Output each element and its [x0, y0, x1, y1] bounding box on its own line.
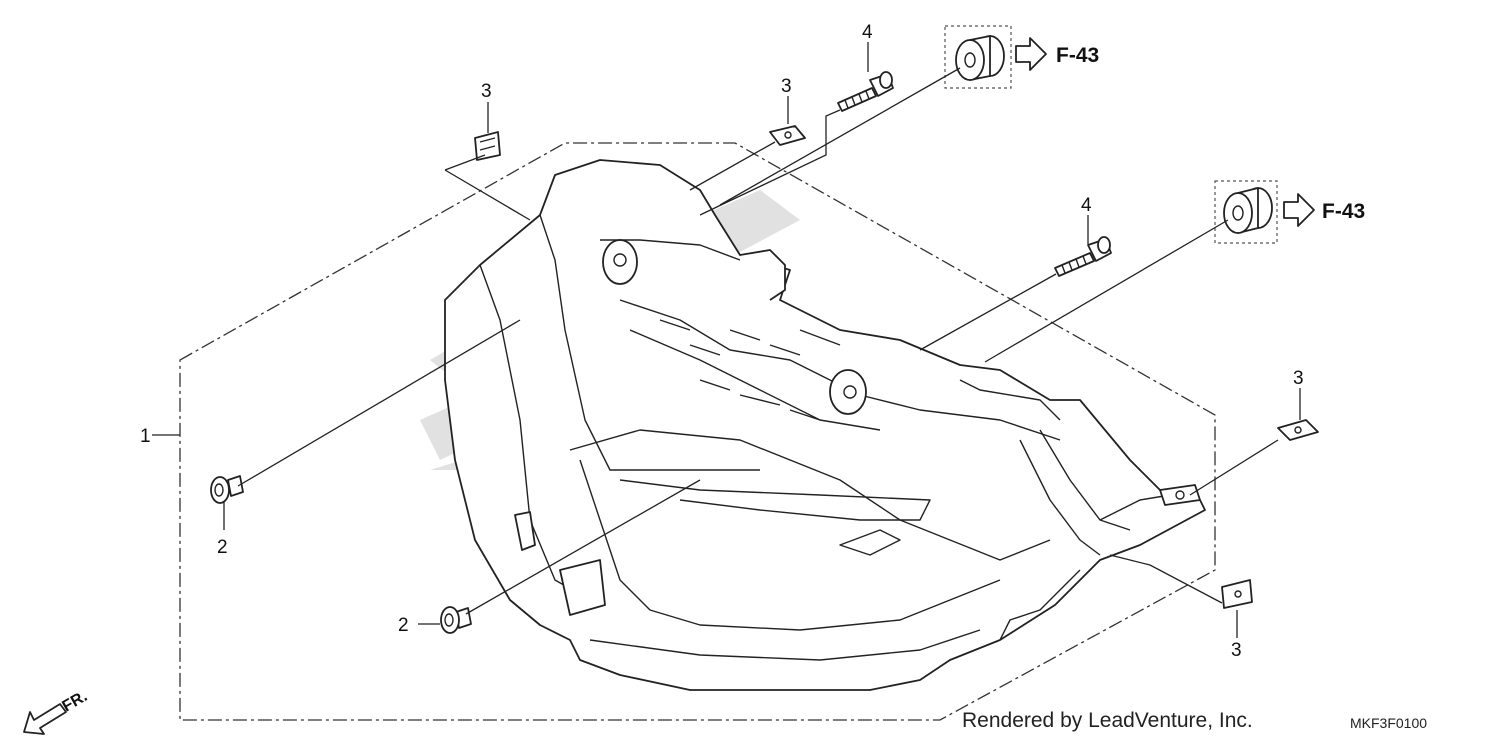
bushing-top	[944, 25, 1012, 89]
callout-1: 1	[140, 426, 151, 447]
grommet-left	[210, 475, 244, 504]
reference-arrow-icon	[1015, 37, 1047, 71]
front-direction-indicator: FR.	[23, 688, 90, 735]
callout-2-left: 2	[217, 537, 228, 558]
callout-4-top: 4	[862, 22, 873, 43]
clip-nut-top-center	[769, 125, 806, 146]
callout-3-bottom-right: 3	[1231, 640, 1242, 661]
callout-3-right: 3	[1293, 368, 1304, 389]
bolt-middle	[1054, 236, 1112, 277]
clip-nut-right	[1277, 419, 1319, 441]
clip-nut-top-left	[474, 131, 501, 161]
clip-nut-bottom-right	[1221, 579, 1253, 609]
leader-lines	[152, 42, 1301, 638]
headlight-housing	[444, 159, 1206, 691]
assembly-boundary	[179, 142, 1216, 721]
callout-2-bottom: 2	[398, 615, 409, 636]
grommet-bottom	[440, 606, 472, 634]
bushing-right	[1214, 180, 1278, 244]
render-credit: Rendered by LeadVenture, Inc.	[962, 709, 1253, 732]
callout-4-middle: 4	[1081, 195, 1092, 216]
bolt-top	[837, 71, 894, 112]
reference-arrow-icon	[1283, 193, 1315, 227]
reference-label-top: F-43	[1056, 44, 1099, 67]
callout-3-top-left: 3	[481, 81, 492, 102]
callout-3-top-center: 3	[781, 76, 792, 97]
diagram-code: MKF3F0100	[1350, 715, 1428, 731]
front-direction-arrow-icon	[23, 703, 67, 735]
reference-label-right: F-43	[1322, 200, 1365, 223]
